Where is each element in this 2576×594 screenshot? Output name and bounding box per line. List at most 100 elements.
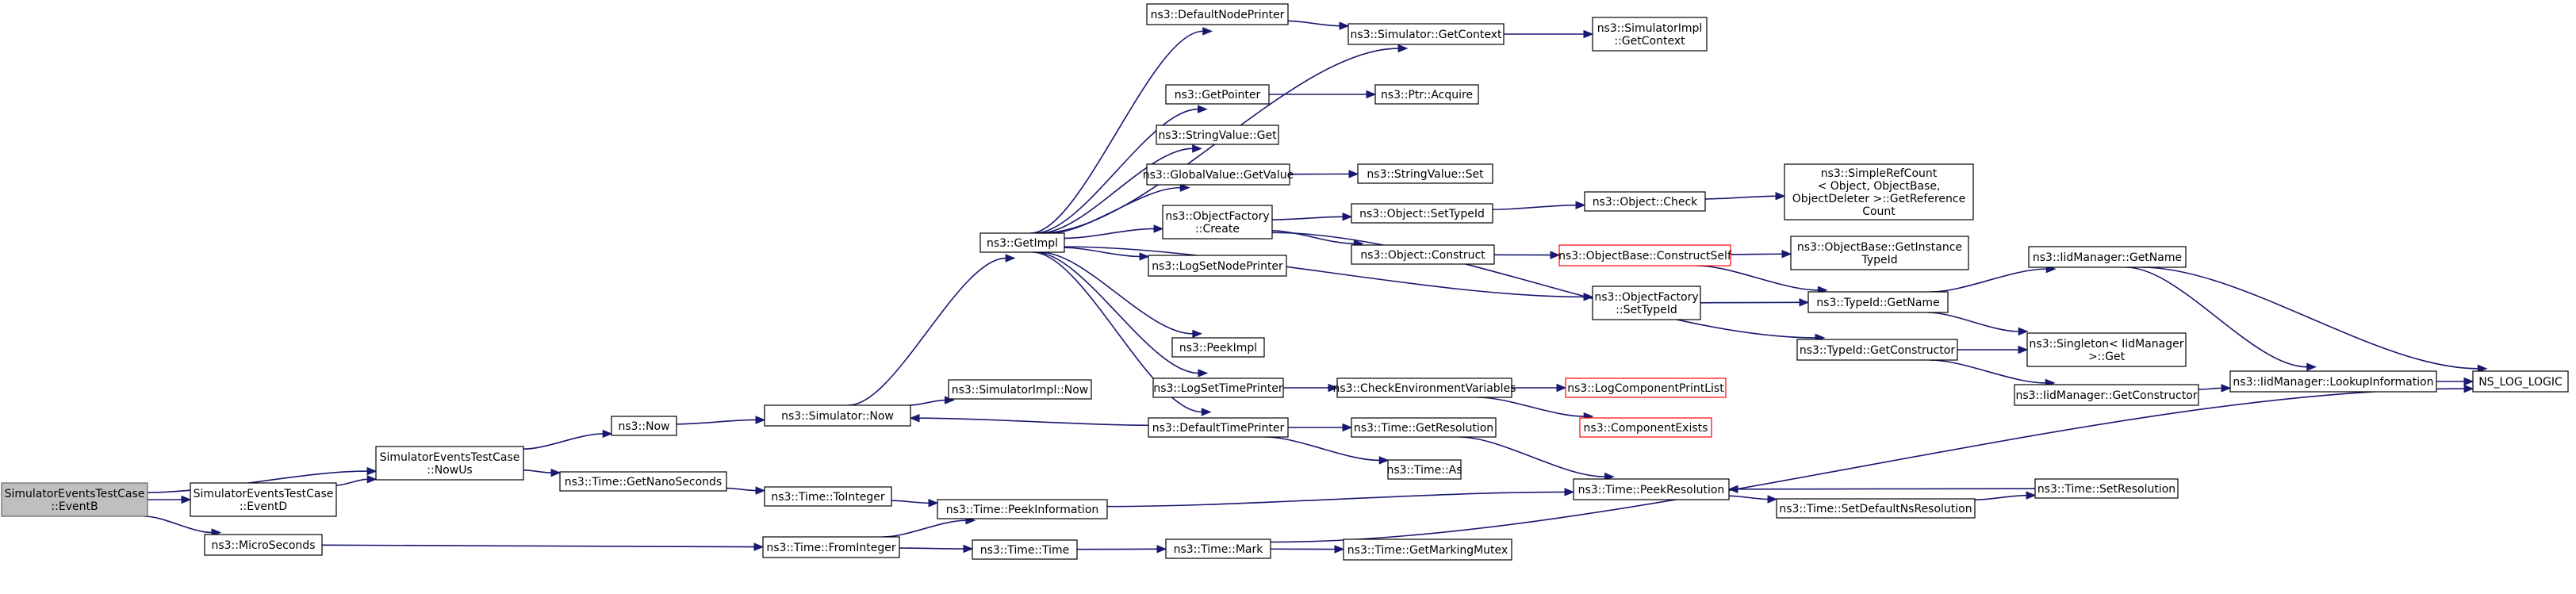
node-peekInformation[interactable]: ns3::Time::PeekInformation xyxy=(937,499,1108,519)
node-setDefaultNsResolution[interactable]: ns3::Time::SetDefaultNsResolution xyxy=(1776,498,1976,519)
node-label: ns3::IidManager::GetConstructor xyxy=(2015,389,2197,402)
node-objectSetTypeId[interactable]: ns3::Object::SetTypeId xyxy=(1351,203,1493,224)
node-label: ns3::LogSetNodePrinter xyxy=(1152,260,1283,273)
edge-line xyxy=(2198,387,2222,390)
arrowhead-icon xyxy=(1575,201,1586,209)
arrowhead-icon xyxy=(909,413,920,423)
edge-line xyxy=(144,515,213,534)
node-now[interactable]: ns3::Now xyxy=(611,416,677,436)
node-checkEnvVars[interactable]: ns3::CheckEnvironmentVariables xyxy=(1333,377,1516,398)
node-iidGetConstructor[interactable]: ns3::IidManager::GetConstructor xyxy=(2014,384,2199,406)
node-peekResolution[interactable]: ns3::Time::PeekResolution xyxy=(1573,478,1730,500)
node-label: >::Get xyxy=(2088,351,2126,363)
node-iidGetName[interactable]: ns3::IidManager::GetName xyxy=(2028,246,2187,268)
node-timeMark[interactable]: ns3::Time::Mark xyxy=(1165,538,1271,559)
node-microSeconds[interactable]: ns3::MicroSeconds xyxy=(204,534,323,556)
node-componentExists[interactable]: ns3::ComponentExists xyxy=(1579,417,1712,438)
edge-line xyxy=(1030,30,1203,234)
node-objFactorySetTypeId[interactable]: ns3::ObjectFactory::SetTypeId xyxy=(1592,286,1701,320)
call-edge-defaultTimePrinter-to-timeGetResolution xyxy=(1287,423,1353,432)
arrowhead-icon xyxy=(181,495,192,504)
node-label: ns3::ObjectFactory xyxy=(1165,210,1269,223)
node-defaultNodePrinter[interactable]: ns3::DefaultNodePrinter xyxy=(1146,3,1289,25)
node-box xyxy=(1776,498,1976,519)
node-label: ns3::Simulator::GetContext xyxy=(1350,29,1502,41)
node-objectCheck[interactable]: ns3::Object::Check xyxy=(1584,191,1706,212)
node-label: ns3::Time::GetNanoSeconds xyxy=(565,476,722,489)
node-label: ns3::Time::PeekInformation xyxy=(946,504,1099,516)
node-label: ns3::Object::Check xyxy=(1593,196,1698,209)
node-iidLookupInformation[interactable]: ns3::IidManager::LookupInformation xyxy=(2229,370,2437,393)
node-eventD[interactable]: SimulatorEventsTestCase::EventD xyxy=(190,482,337,517)
node-box xyxy=(972,539,1078,560)
call-edge-iidGetName-to-iidLookupInformation xyxy=(2126,266,2317,371)
arrowhead-icon xyxy=(1192,144,1202,153)
call-edge-simNow-to-getImpl xyxy=(848,254,1016,406)
node-box xyxy=(764,486,892,507)
edge-line xyxy=(1287,20,1340,27)
node-label: ns3::GetPointer xyxy=(1175,89,1261,102)
node-simGetContext[interactable]: ns3::Simulator::GetContext xyxy=(1347,23,1505,45)
node-label: ns3::StringValue::Set xyxy=(1367,168,1484,181)
node-singletonGet[interactable]: ns3::Singleton< IidManager >::Get xyxy=(2026,332,2187,367)
node-getMarkingMutex[interactable]: ns3::Time::GetMarkingMutex xyxy=(1343,538,1512,561)
node-ptrAcquire[interactable]: ns3::Ptr::Acquire xyxy=(1374,84,1479,105)
node-typeIdGetConstructor[interactable]: ns3::TypeId::GetConstructor xyxy=(1796,339,1958,361)
node-logSetTimePrinter[interactable]: ns3::LogSetTimePrinter xyxy=(1152,377,1284,398)
node-objectConstruct[interactable]: ns3::Object::Construct xyxy=(1351,244,1495,265)
node-objectFactoryCreate[interactable]: ns3::ObjectFactory::Create xyxy=(1162,205,1273,240)
node-label: ns3::Time::PeekResolution xyxy=(1578,484,1725,496)
node-box xyxy=(1156,125,1279,145)
call-edge-peekResolution-to-setDefaultNsResolution xyxy=(1728,495,1778,504)
node-box xyxy=(1558,244,1731,266)
node-simpleRefCount[interactable]: ns3::SimpleRefCount< Object, ObjectBase,… xyxy=(1784,163,1974,220)
node-getImpl[interactable]: ns3::GetImpl xyxy=(979,232,1065,253)
node-simImplNow[interactable]: ns3::SimulatorImpl::Now xyxy=(948,379,1092,400)
call-edge-checkEnvVars-to-logComponentPrintList xyxy=(1512,383,1567,393)
node-setResolution[interactable]: ns3::Time::SetResolution xyxy=(2034,478,2179,499)
node-nsLogLogic[interactable]: NS_LOG_LOGIC xyxy=(2472,370,2569,393)
node-label: ::NowUs xyxy=(427,464,472,477)
arrowhead-icon xyxy=(1397,44,1409,53)
node-timeAs[interactable]: ns3::Time::As xyxy=(1386,459,1462,480)
node-stringValueGet[interactable]: ns3::StringValue::Get xyxy=(1156,125,1279,145)
node-peekImpl[interactable]: ns3::PeekImpl xyxy=(1171,337,1265,358)
node-typeIdGetName[interactable]: ns3::TypeId::GetName xyxy=(1807,291,1949,313)
call-edge-setDefaultNsResolution-to-setResolution xyxy=(1974,491,2037,501)
call-edge-simGetContext-to-simImplGetContext xyxy=(1504,29,1594,39)
node-defaultTimePrinter[interactable]: ns3::DefaultTimePrinter xyxy=(1148,417,1289,438)
node-simImplGetContext[interactable]: ns3::SimulatorImpl::GetContext xyxy=(1592,17,1708,52)
arrowhead-icon xyxy=(1198,369,1209,377)
arrowhead-icon xyxy=(1366,90,1377,99)
node-label: ns3::CheckEnvironmentVariables xyxy=(1333,382,1516,395)
call-edge-defaultTimePrinter-to-timeAs xyxy=(1264,436,1390,465)
node-getNanoSeconds[interactable]: ns3::Time::GetNanoSeconds xyxy=(559,471,727,492)
edge-line xyxy=(1930,268,2047,293)
node-getPointer[interactable]: ns3::GetPointer xyxy=(1165,84,1270,105)
node-fromInteger[interactable]: ns3::Time::FromInteger xyxy=(762,536,900,558)
node-toInteger[interactable]: ns3::Time::ToInteger xyxy=(764,486,892,507)
node-timeGetResolution[interactable]: ns3::Time::GetResolution xyxy=(1351,417,1497,438)
node-box xyxy=(559,471,727,492)
node-objBaseConstructSelf[interactable]: ns3::ObjectBase::ConstructSelf xyxy=(1558,244,1732,266)
node-simNow[interactable]: ns3::Simulator::Now xyxy=(764,404,911,427)
node-box xyxy=(2014,384,2199,406)
call-edge-logSetTimePrinter-to-checkEnvVars xyxy=(1283,383,1339,393)
call-edge-simNow-to-simImplNow xyxy=(909,396,955,406)
node-box xyxy=(1347,23,1505,45)
node-logSetNodePrinter[interactable]: ns3::LogSetNodePrinter xyxy=(1148,255,1287,277)
node-label: ns3::Time::Time xyxy=(980,544,1069,557)
node-label: ns3::Now xyxy=(619,420,670,433)
node-label: ns3::SimpleRefCount xyxy=(1821,167,1938,180)
node-globalValueGetValue[interactable]: ns3::GlobalValue::GetValue xyxy=(1143,163,1294,186)
node-label: ns3::LogComponentPrintList xyxy=(1567,382,1724,395)
node-label: TypeId xyxy=(1861,254,1897,266)
node-label: ns3::TypeId::GetConstructor xyxy=(1800,344,1955,357)
node-logComponentPrintList[interactable]: ns3::LogComponentPrintList xyxy=(1565,377,1727,398)
edge-line xyxy=(899,547,964,550)
arrowhead-icon xyxy=(1197,105,1208,113)
node-stringValueSet[interactable]: ns3::StringValue::Set xyxy=(1357,163,1493,184)
node-nowUs[interactable]: SimulatorEventsTestCase::NowUs xyxy=(375,446,524,481)
node-timeTime[interactable]: ns3::Time::Time xyxy=(972,539,1078,560)
